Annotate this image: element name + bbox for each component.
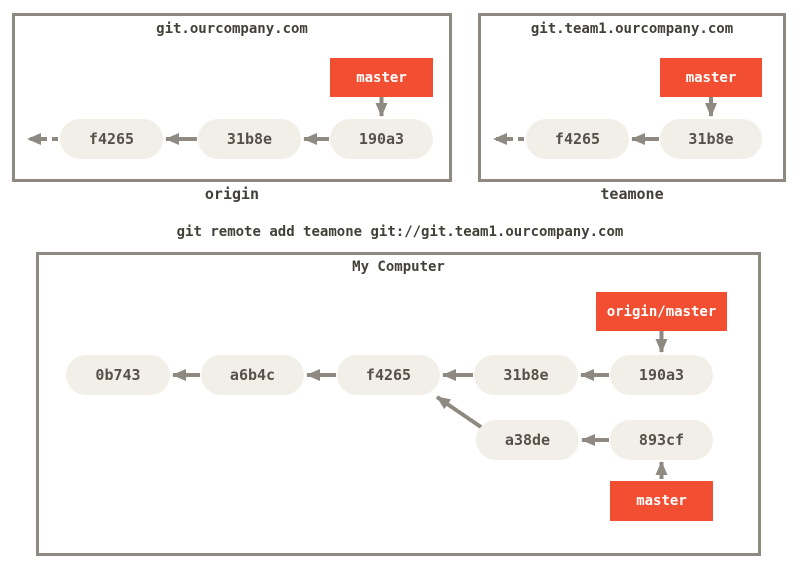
- commit-node: f4265: [337, 355, 440, 395]
- commit-node: 31b8e: [660, 119, 762, 159]
- commit-node: a38de: [476, 420, 579, 460]
- commit-node: f4265: [60, 119, 163, 159]
- teamone-remote-name: teamone: [600, 185, 664, 203]
- teamone-master-branch-label: master: [660, 58, 762, 97]
- teamone-repo-box: [478, 13, 786, 182]
- commit-node: 0b743: [66, 355, 170, 395]
- commit-node: 31b8e: [474, 355, 578, 395]
- commit-node: 190a3: [330, 119, 433, 159]
- commit-node: 31b8e: [198, 119, 301, 159]
- local-master-branch-label: master: [610, 481, 713, 521]
- git-command-text: git remote add teamone git://git.team1.o…: [176, 224, 624, 240]
- my-computer-title: My Computer: [352, 259, 445, 275]
- teamone-repo-title: git.team1.ourcompany.com: [530, 21, 734, 37]
- commit-node: 190a3: [610, 355, 713, 395]
- origin-master-branch-label: master: [330, 58, 433, 97]
- commit-node: 893cf: [610, 420, 713, 460]
- my-computer-box: [36, 252, 761, 556]
- origin-remote-name: origin: [204, 185, 260, 203]
- commit-node: a6b4c: [201, 355, 304, 395]
- local-origin-master-branch-label: origin/master: [596, 292, 727, 331]
- commit-node: f4265: [526, 119, 629, 159]
- origin-repo-box: [12, 13, 452, 182]
- origin-repo-title: git.ourcompany.com: [156, 21, 308, 37]
